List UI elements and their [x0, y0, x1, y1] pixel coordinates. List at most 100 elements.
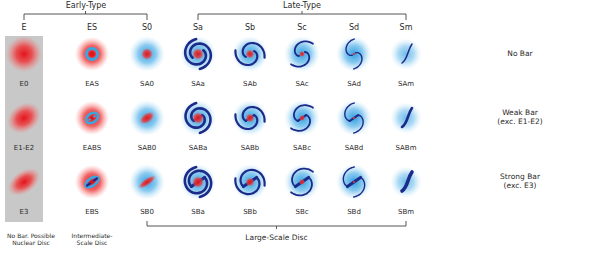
spiral-arm	[186, 103, 205, 128]
galaxy-disc	[129, 164, 165, 200]
galaxy-symbol	[129, 100, 165, 136]
irregular-arm	[402, 172, 412, 191]
galaxy-bulge	[137, 109, 157, 127]
galaxy-symbol	[75, 165, 109, 199]
galaxy-disc	[129, 100, 165, 136]
galaxy-bulge	[192, 112, 204, 124]
galaxy-symbol	[336, 100, 372, 136]
galaxy-bar	[350, 115, 358, 121]
galaxy-bulge	[136, 173, 157, 191]
galaxy-label: EAS	[85, 80, 99, 88]
galaxy-symbol	[1, 96, 47, 140]
galaxy-disc	[284, 164, 320, 200]
galaxy-disc	[284, 36, 320, 72]
type-bracket	[24, 11, 147, 20]
galaxy-bulge	[352, 116, 355, 119]
galaxy-label: SA0	[140, 80, 154, 88]
spiral-arm	[243, 43, 265, 58]
spiral-arm	[292, 169, 313, 187]
galaxy-halo	[75, 101, 109, 135]
galaxy-label: SBa	[191, 208, 205, 216]
galaxy-bar	[347, 177, 360, 186]
bar-label: Strong Bar (exc. E3)	[493, 173, 547, 190]
galaxy-label: SBb	[243, 208, 257, 216]
spiral-arm	[191, 108, 210, 133]
spiral-arm	[343, 167, 354, 187]
galaxy-label: SAm	[398, 80, 414, 88]
galaxy-symbol	[390, 38, 422, 70]
galaxy-label: SABm	[396, 144, 417, 152]
galaxy-disc	[336, 164, 372, 200]
galaxy-symbol	[0, 29, 49, 79]
spiral-arm	[354, 177, 365, 197]
galaxy-label: E1-E2	[14, 144, 34, 152]
column-heading: Sm	[400, 23, 413, 32]
bar-label: Weak Bar (exc. E1-E2)	[493, 109, 547, 126]
elliptical-galaxy	[0, 29, 49, 79]
column-heading: ES	[87, 23, 97, 32]
galaxy-bulge	[299, 115, 305, 121]
galaxy-label: SABa	[189, 144, 207, 152]
galaxy-label: E0	[20, 80, 29, 88]
spiral-arm	[190, 44, 211, 69]
galaxy-disc	[336, 100, 372, 136]
galaxy-label: SBd	[347, 208, 361, 216]
galaxy-symbol	[284, 100, 320, 136]
galaxy-label: SBm	[398, 208, 414, 216]
disc-label: Intermediate-Scale Disc	[67, 233, 117, 247]
galaxy-disc	[232, 36, 268, 72]
galaxy-symbol	[232, 164, 268, 200]
type-heading: Late-Type	[283, 1, 321, 10]
galaxy-core	[90, 180, 94, 184]
galaxy-core	[90, 52, 95, 57]
galaxy-symbol	[232, 100, 268, 136]
spiral-arm	[235, 177, 259, 194]
galaxy-symbol	[3, 163, 45, 202]
galaxy-label: SABc	[293, 144, 311, 152]
disc-ring	[87, 49, 98, 60]
galaxy-symbol	[390, 166, 422, 198]
galaxy-label: EBS	[85, 208, 99, 216]
galaxy-symbol	[129, 164, 165, 200]
galaxy-bar	[243, 177, 256, 186]
bar-label: No Bar	[493, 50, 547, 59]
disc-label: No Bar. Possible Nuclear Disc	[2, 233, 60, 247]
galaxy-bar	[87, 179, 97, 186]
galaxy-symbol	[75, 101, 109, 135]
galaxy-disc	[390, 166, 422, 198]
column-heading: Sd	[349, 23, 359, 32]
galaxy-label: SAa	[191, 80, 205, 88]
galaxy-bar	[89, 116, 95, 120]
galaxy-disc	[284, 100, 320, 136]
galaxy-label: SAb	[243, 80, 257, 88]
galaxies	[0, 29, 422, 201]
galaxy-bulge	[246, 114, 255, 123]
column-heading: E	[21, 23, 26, 32]
galaxy-disc	[336, 36, 372, 72]
galaxy-symbol	[232, 36, 268, 72]
galaxy-symbol	[129, 36, 165, 72]
galaxy-bulge	[246, 178, 255, 187]
galaxy-disc	[129, 36, 165, 72]
galaxy-symbol	[336, 164, 372, 200]
galaxy-core	[90, 116, 94, 120]
galaxy-symbol	[180, 164, 216, 200]
column-heading: Sa	[193, 23, 203, 32]
galaxy-disc	[180, 164, 216, 200]
galaxy-symbol	[284, 164, 320, 200]
galaxy-label: SB0	[140, 208, 154, 216]
galaxy-label: SBc	[295, 208, 308, 216]
galaxy-disc	[180, 100, 216, 136]
brackets	[24, 11, 406, 229]
galaxy-disc	[390, 38, 422, 70]
galaxy-bulge	[299, 51, 305, 57]
galaxy-label: SAc	[295, 80, 308, 88]
disc-ring	[84, 175, 101, 190]
galaxy-bulge	[352, 180, 355, 183]
galaxy-symbol	[390, 102, 422, 134]
galaxy-bulge	[246, 50, 255, 59]
galaxy-disc	[390, 102, 422, 134]
galaxy-label: E3	[20, 208, 29, 216]
galaxy-symbol	[284, 36, 320, 72]
